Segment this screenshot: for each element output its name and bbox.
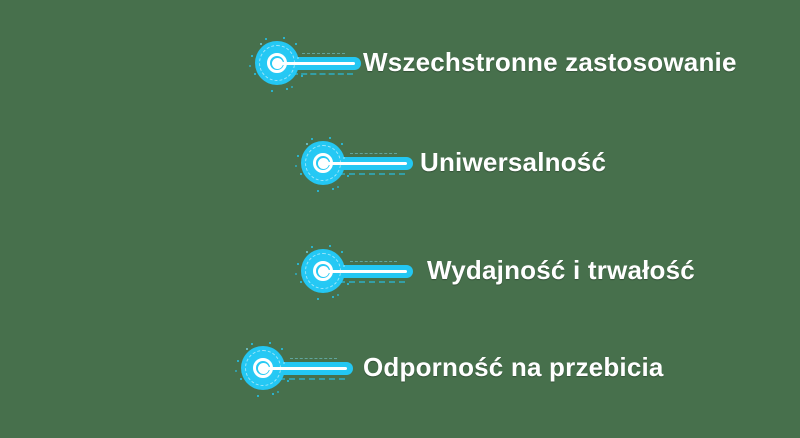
feature-label: Wszechstronne zastosowanie	[363, 46, 737, 77]
feature-label: Uniwersalność	[420, 146, 607, 177]
connector-core-line	[323, 269, 407, 273]
connector-core-line	[277, 61, 355, 65]
connector-core-line	[263, 366, 347, 370]
connector-core-line	[323, 161, 407, 165]
feature-label: Odporność na przebicia	[363, 351, 664, 382]
feature-label: Wydajność i trwałość	[427, 254, 695, 285]
